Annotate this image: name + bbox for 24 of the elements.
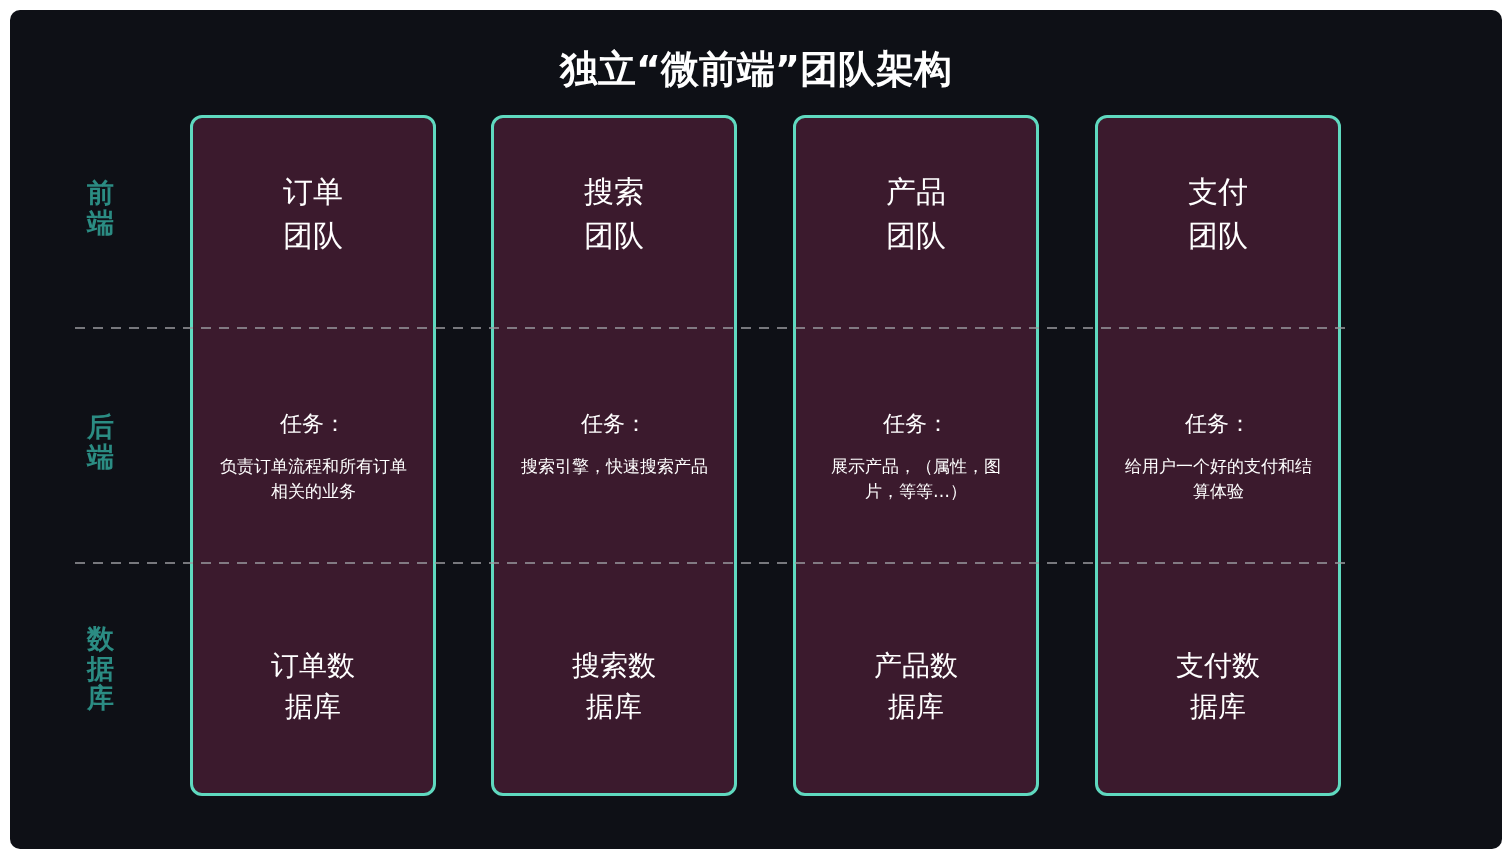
team-column <box>190 115 436 796</box>
team-column <box>491 115 737 796</box>
row-label: 数据库 <box>87 624 114 714</box>
team-heading: 订单团队 <box>282 173 344 255</box>
database-label: 搜索数据库 <box>571 648 657 725</box>
team-heading: 支付团队 <box>1187 173 1249 255</box>
team-column <box>1095 115 1341 796</box>
task-heading: 任务： <box>882 410 950 438</box>
database-label: 支付数据库 <box>1175 648 1261 725</box>
team-heading: 产品团队 <box>885 173 947 255</box>
team-heading: 搜索团队 <box>583 173 645 255</box>
task-description: 展示产品，（属性，图片，等等…） <box>830 455 1002 503</box>
row-label: 后端 <box>87 412 114 472</box>
row-label: 前端 <box>87 178 114 238</box>
task-heading: 任务： <box>580 410 648 438</box>
task-description: 负责订单流程和所有订单相关的业务 <box>218 455 408 503</box>
task-description: 搜索引擎，快速搜索产品 <box>519 455 709 478</box>
diagram-title: 独立“微前端”团队架构 <box>558 46 953 93</box>
task-description: 给用户一个好的支付和结算体验 <box>1123 455 1313 503</box>
database-label: 产品数据库 <box>873 648 959 725</box>
database-label: 订单数据库 <box>270 648 356 725</box>
task-heading: 任务： <box>279 410 347 438</box>
task-heading: 任务： <box>1184 410 1252 438</box>
team-column <box>793 115 1039 796</box>
